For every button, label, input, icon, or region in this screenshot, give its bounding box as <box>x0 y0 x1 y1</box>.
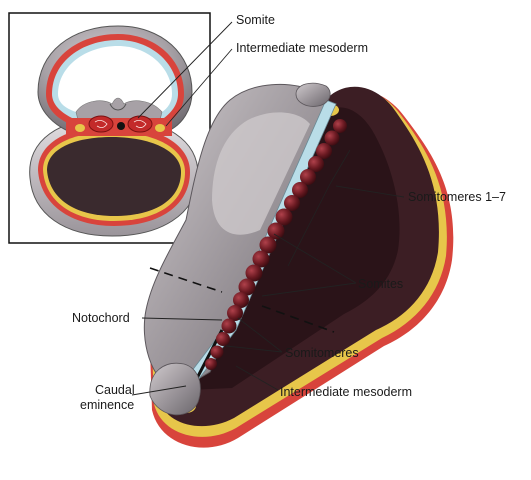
inset-somite-whorl-right <box>133 120 147 128</box>
leader-somitomeres-1-7 <box>335 185 405 198</box>
somite <box>216 332 230 346</box>
somitomere <box>316 143 332 159</box>
inset-somite-left <box>88 115 114 133</box>
neural-fold-highlight <box>212 112 310 235</box>
somite <box>259 236 277 254</box>
label-somite: Somite <box>236 13 275 27</box>
somitomere <box>324 130 340 146</box>
somite <box>275 208 293 226</box>
inset-neural-groove <box>109 103 127 111</box>
label-somitomeres-1-7: Somitomeres 1–7 <box>408 190 506 204</box>
somite <box>205 358 217 370</box>
somitomere <box>308 156 324 172</box>
somite <box>227 305 243 321</box>
somitomere <box>292 182 308 198</box>
leader-somites-b <box>261 282 357 297</box>
slab-paraxial-zone <box>190 107 400 391</box>
inset-lower-cavity <box>47 137 181 216</box>
leader-somitomeres-b <box>225 345 283 353</box>
leader-notochord <box>141 317 223 321</box>
label-somites: Somites <box>358 277 404 291</box>
inset-somite-right <box>127 115 153 133</box>
leader-somites-a <box>273 233 357 284</box>
section-plane-line-right <box>261 305 335 333</box>
leader-somitomeres-a <box>237 317 283 353</box>
cranial-bulb <box>295 82 331 107</box>
somite <box>252 250 270 268</box>
inset-notochord <box>117 122 125 130</box>
somite <box>238 278 256 296</box>
somite <box>233 292 249 308</box>
label-intermediate-mesoderm-inset: Intermediate mesoderm <box>236 41 369 55</box>
inset-amnion-inner <box>58 46 172 112</box>
inset-cross-section <box>8 12 211 244</box>
somite <box>245 264 263 282</box>
somite <box>221 318 237 334</box>
leader-lines <box>131 21 405 396</box>
label-caudal-eminence-line1: Caudal <box>95 383 135 397</box>
leader-intermediate <box>235 365 279 391</box>
leader-somite <box>137 21 233 119</box>
inset-intermediate-right <box>155 124 165 132</box>
somitomere <box>333 119 347 133</box>
somitomere <box>284 195 300 211</box>
somite <box>267 222 285 240</box>
leader-caudal <box>131 385 187 396</box>
label-notochord: Notochord <box>72 311 130 325</box>
somitomere <box>300 169 316 185</box>
label-somitomeres: Somitomeres <box>285 346 359 360</box>
label-intermediate-mesoderm: Intermediate mesoderm <box>280 385 413 399</box>
label-caudal-eminence-line2: eminence <box>80 398 135 412</box>
somitomeres-1-7-bracket <box>287 149 351 267</box>
caudal-bulb <box>149 362 201 416</box>
inset-neural-plate <box>75 97 163 121</box>
leader-intermediate-inset <box>165 48 233 127</box>
somite <box>210 345 224 359</box>
section-plane-line-left <box>149 267 223 293</box>
inset-intermediate-left <box>75 124 85 132</box>
somite-chain <box>205 119 347 370</box>
inset-somite-whorl-left <box>94 120 108 128</box>
